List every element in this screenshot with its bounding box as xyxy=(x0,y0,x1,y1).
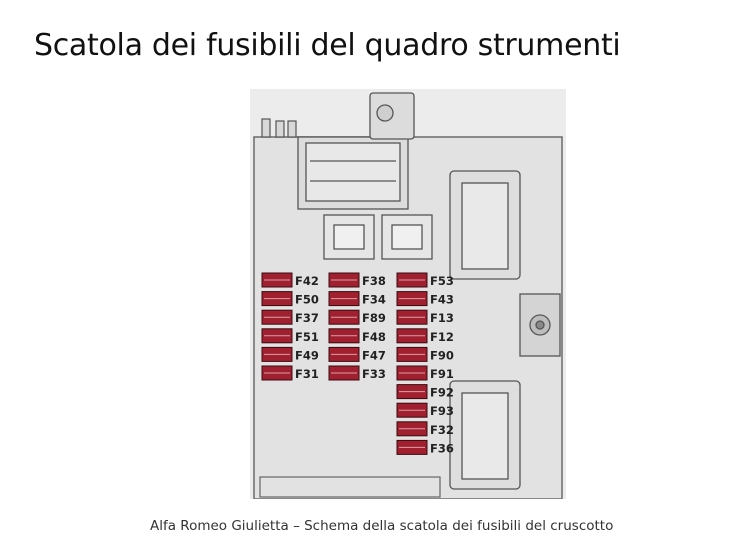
fuse-label: F93 xyxy=(430,404,454,418)
figure-caption: Alfa Romeo Giulietta – Schema della scat… xyxy=(150,518,614,534)
fuse-label: F92 xyxy=(430,386,454,400)
fuse-label: F89 xyxy=(362,311,386,325)
fuse-label: F43 xyxy=(430,293,454,307)
right-connectors xyxy=(449,170,561,490)
fuse-label: F42 xyxy=(295,274,319,288)
fuse-label: F38 xyxy=(362,274,386,288)
top-connector xyxy=(297,92,415,210)
fuse-label: F47 xyxy=(362,348,386,362)
page-title: Scatola dei fusibili del quadro strument… xyxy=(34,28,621,63)
fuse-label: F90 xyxy=(430,348,454,362)
fuse-label: F48 xyxy=(362,330,386,344)
fuse-label: F36 xyxy=(430,441,454,455)
bottom-connector xyxy=(259,476,441,498)
fuse-label: F33 xyxy=(362,367,386,381)
fuse-label: F37 xyxy=(295,311,319,325)
top-tabs xyxy=(261,118,297,138)
relays xyxy=(323,214,433,260)
fuse-label: F50 xyxy=(295,293,319,307)
fuse-label: F31 xyxy=(295,367,319,381)
fuse-label: F34 xyxy=(362,293,386,307)
fuse-label: F53 xyxy=(430,274,454,288)
fuse-label: F49 xyxy=(295,348,319,362)
fuse-label: F12 xyxy=(430,330,454,344)
fuse-label: F51 xyxy=(295,330,319,344)
fuse-label: F91 xyxy=(430,367,454,381)
fuse-label: F13 xyxy=(430,311,454,325)
fuse-label: F32 xyxy=(430,423,454,437)
